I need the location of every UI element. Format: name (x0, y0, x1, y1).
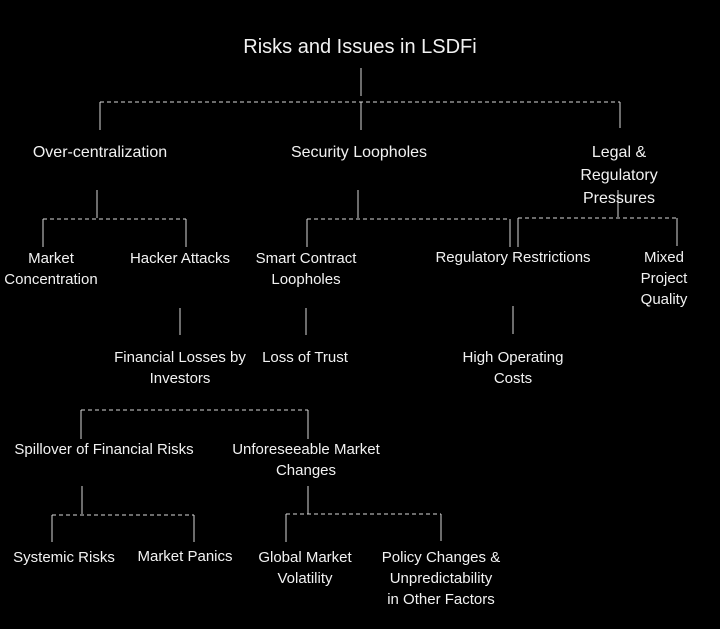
node-global-market-volatility: Global Market Volatility (258, 549, 352, 587)
node-systemic-risks: Systemic Risks (13, 549, 115, 566)
node-hacker-attacks: Hacker Attacks (129, 250, 231, 267)
node-mixed-project-quality: Mixed Project Quality (640, 249, 688, 308)
node-legal-regulatory-pressures: Legal & Regulatory Pressures (580, 144, 658, 207)
node-spillover-financial-risks: Spillover of Financial Risks (14, 441, 194, 458)
node-security-loopholes: Security Loopholes (290, 144, 428, 161)
diagram-title: Risks and Issues in LSDFi (243, 36, 477, 58)
node-financial-losses: Financial Losses by Investors (114, 349, 246, 387)
node-unforeseeable-market-changes: Unforeseeable Market Changes (232, 441, 380, 479)
node-smart-contract-loopholes: Smart Contract Loopholes (255, 250, 357, 288)
node-high-operating-costs: High Operating Costs (462, 349, 564, 387)
node-policy-changes: Policy Changes & Unpredictability in Oth… (381, 549, 501, 608)
node-over-centralization: Over-centralization (32, 144, 168, 161)
node-loss-of-trust: Loss of Trust (262, 349, 348, 366)
node-market-concentration: Market Concentration (4, 250, 98, 288)
node-market-panics: Market Panics (137, 548, 233, 565)
node-regulatory-restrictions: Regulatory Restrictions (435, 249, 591, 266)
